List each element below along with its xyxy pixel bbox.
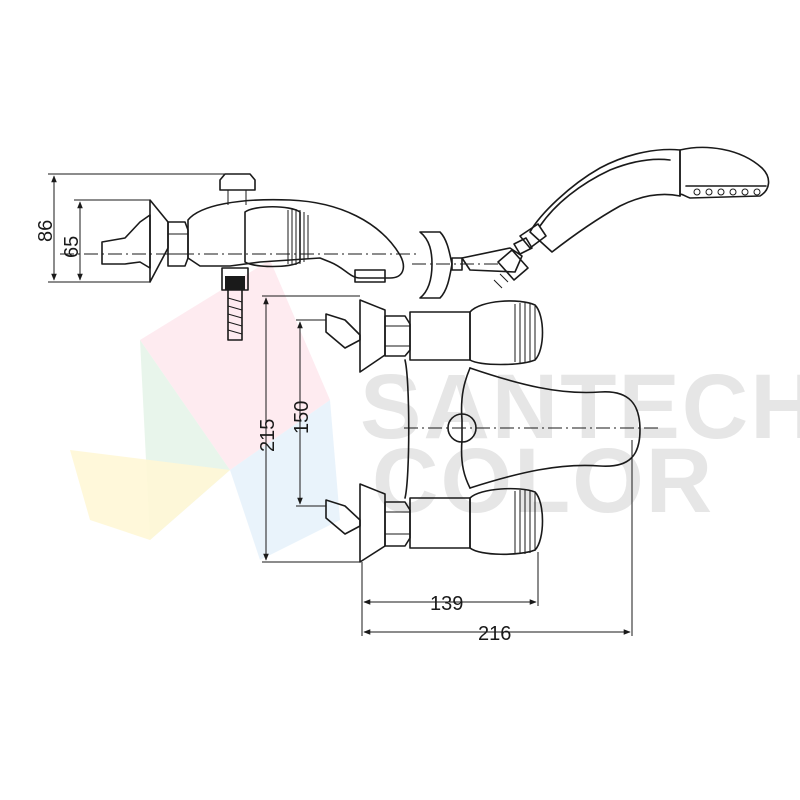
hand-shower — [412, 146, 770, 299]
dimension-86-label: 86 — [35, 220, 57, 242]
watermark-shape-blue — [230, 400, 340, 560]
watermark-shape-pink — [140, 260, 330, 470]
dimension-215-label: 215 — [257, 419, 279, 452]
watermark-text-line1: SANTECH — [360, 356, 800, 458]
dimension-216-label: 216 — [478, 623, 511, 645]
dimension-216: 216 — [363, 440, 633, 645]
side-view-mixer — [60, 173, 420, 341]
hose-connector-thread — [225, 276, 245, 290]
dimension-65-label: 65 — [61, 236, 83, 258]
top-view-mixer — [325, 299, 660, 563]
dimension-139-label: 139 — [430, 593, 463, 615]
watermark-logo: SANTECH COLOR — [70, 260, 800, 560]
dimension-215: 215 — [257, 295, 360, 563]
dimension-150: 150 — [291, 319, 326, 507]
dimension-150-label: 150 — [291, 401, 313, 434]
dimension-65: 65 — [61, 199, 150, 281]
dimension-86: 86 — [35, 173, 225, 283]
watermark-shape-yellow — [70, 450, 230, 540]
dimension-139: 139 — [361, 552, 539, 636]
